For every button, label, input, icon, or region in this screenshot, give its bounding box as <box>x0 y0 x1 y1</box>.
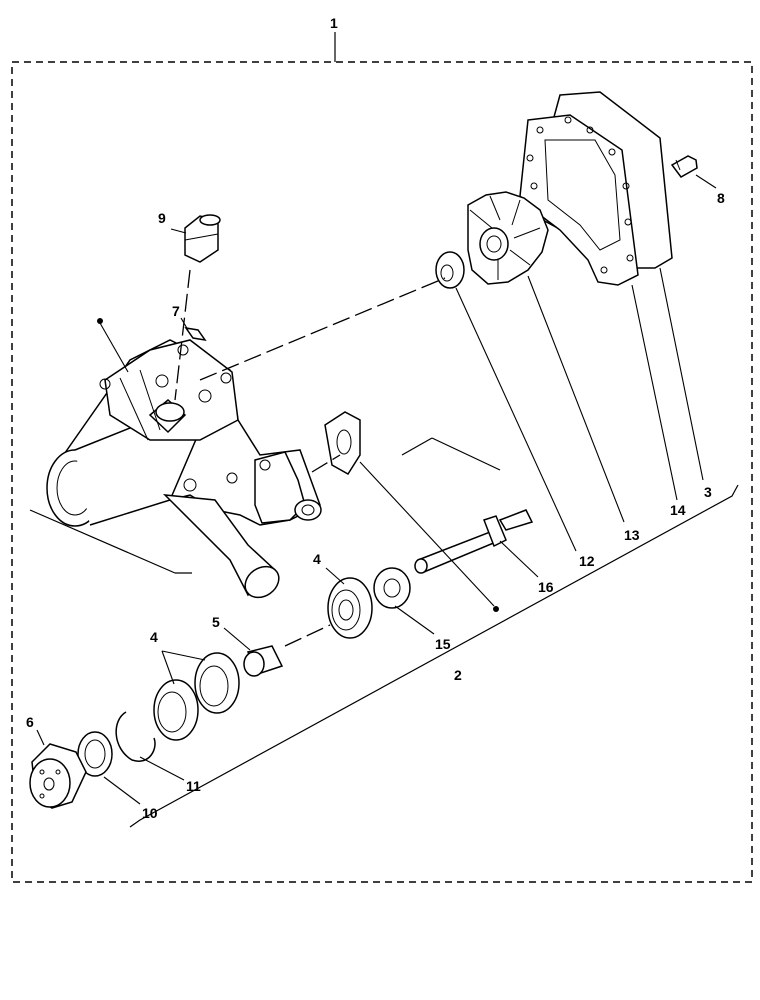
bearing-part-4-upper <box>327 577 373 639</box>
callout-8: 8 <box>717 190 725 206</box>
spacer-part-5 <box>243 645 284 677</box>
callout-12: 12 <box>579 553 595 569</box>
stud-part-7 <box>184 326 207 342</box>
pump-body <box>46 339 322 599</box>
bullet-marker-left <box>97 318 103 324</box>
bearing-part-4-lower <box>153 652 240 741</box>
impeller-part-13 <box>467 191 549 285</box>
callout-15: 15 <box>435 636 451 652</box>
callout-1: 1 <box>330 15 338 31</box>
callout-5: 5 <box>212 614 220 630</box>
bolt-part-8 <box>670 155 698 178</box>
subassembly-bracket <box>29 437 739 828</box>
callout-3: 3 <box>704 484 712 500</box>
gasket-part-14 <box>519 114 639 286</box>
assembly-axis-lines <box>174 269 446 647</box>
shaft-part-16 <box>414 509 534 574</box>
seal-ring-part-10 <box>77 731 113 777</box>
snap-ring-part-11 <box>115 711 156 762</box>
callout-7: 7 <box>172 303 180 319</box>
callout-10: 10 <box>142 805 158 821</box>
assembly-kit-frame <box>11 32 753 883</box>
pipe-fitting-part-9 <box>184 214 221 263</box>
callout-4-lower: 4 <box>150 629 158 645</box>
callout-6: 6 <box>26 714 34 730</box>
hub-part-6 <box>29 743 87 809</box>
callout-2: 2 <box>454 667 462 683</box>
outlet-gasket <box>324 411 361 476</box>
callout-13: 13 <box>624 527 640 543</box>
callout-9: 9 <box>158 210 166 226</box>
callout-4-upper: 4 <box>313 551 321 567</box>
bullet-marker-right <box>493 606 499 612</box>
callout-14: 14 <box>670 502 686 518</box>
seal-part-12 <box>435 251 465 289</box>
leader-lines <box>36 174 717 805</box>
gasket-part-15 <box>373 567 411 609</box>
callout-16: 16 <box>538 579 554 595</box>
callout-11: 11 <box>186 778 201 794</box>
